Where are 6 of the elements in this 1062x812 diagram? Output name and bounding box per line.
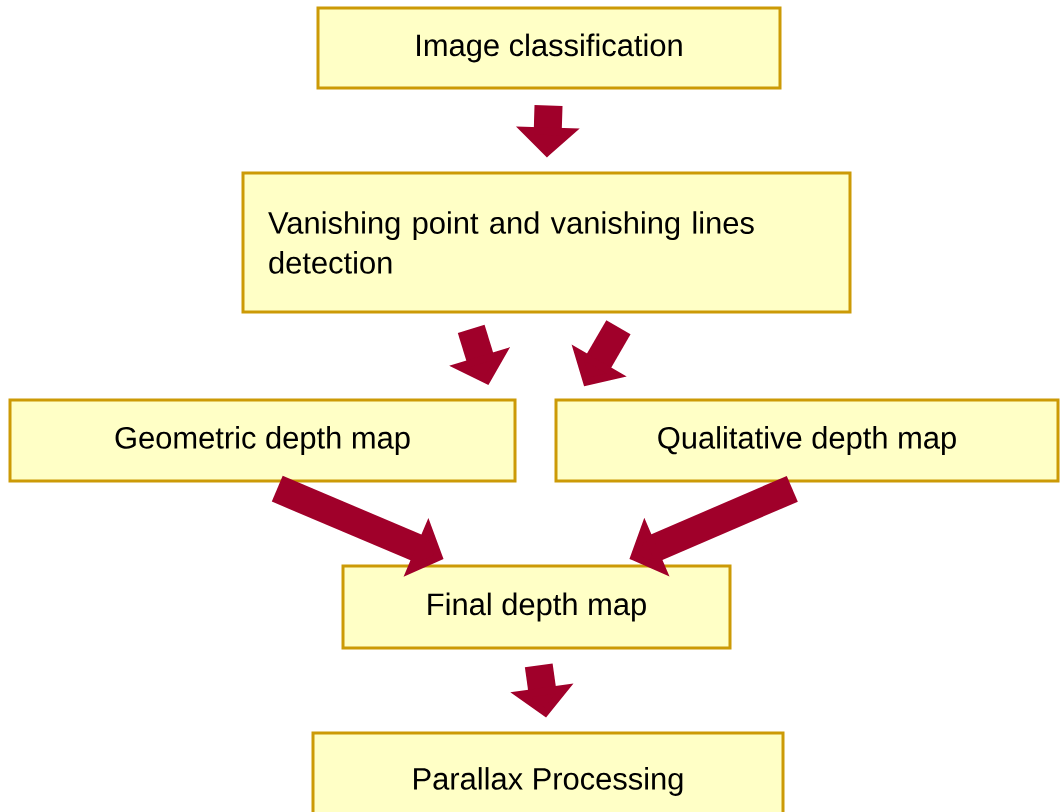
process-box: Parallax Processing: [311, 731, 785, 812]
process-box: Qualitative depth map: [554, 398, 1060, 483]
process-box: Vanishing point and vanishing lines detection: [241, 171, 852, 314]
process-box: Geometric depth map: [8, 398, 517, 483]
process-box: Final depth map: [341, 564, 732, 650]
process-box: Image classification: [316, 6, 782, 90]
